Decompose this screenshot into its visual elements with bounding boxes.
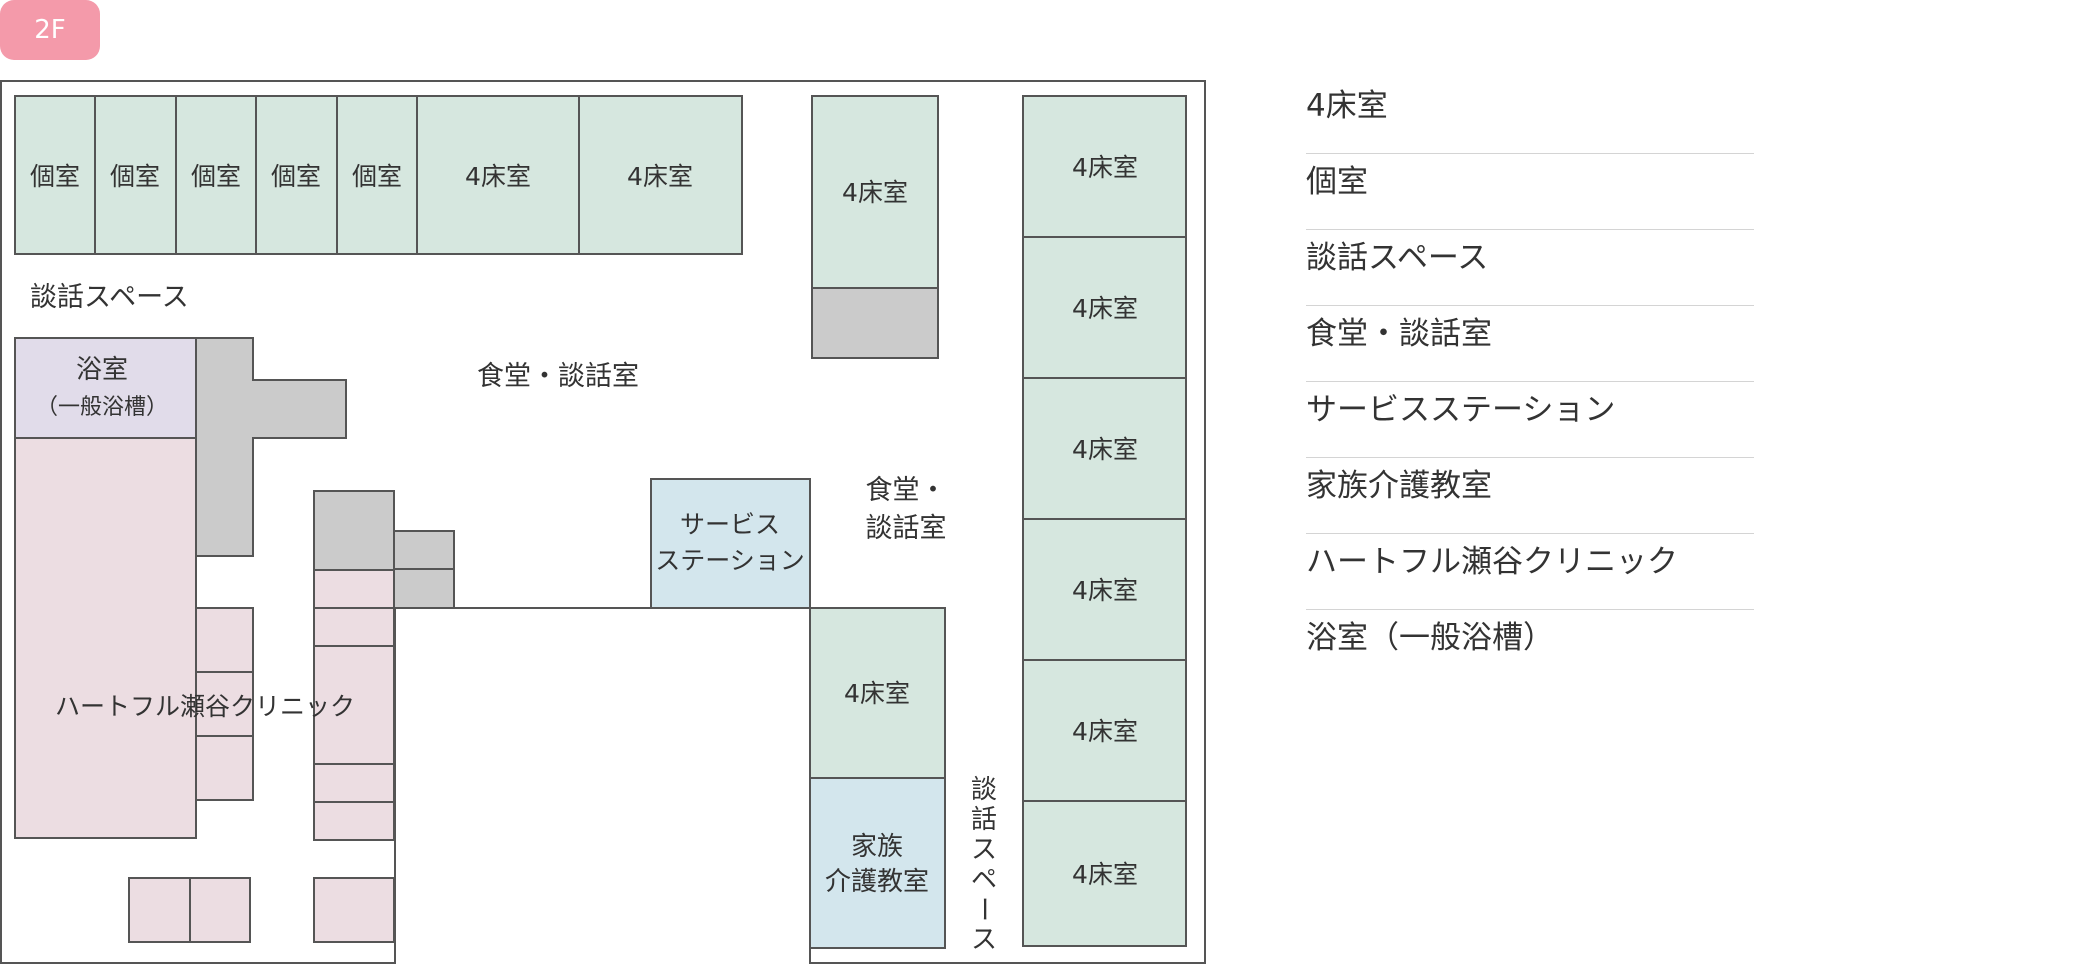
legend-item-bath[interactable]: 浴室（一般浴槽） [1306,620,1554,656]
clinic-room[interactable] [313,877,395,943]
utility-room [393,530,455,570]
private-room[interactable] [255,95,338,255]
family-care-label-line1: 家族 [851,832,903,862]
legend-item-service-station[interactable]: サービスステーション [1306,382,1754,458]
bath-room[interactable] [14,337,197,439]
four-bed-room[interactable] [1022,800,1187,947]
clinic-room[interactable] [195,671,254,737]
four-bed-room-label: 4床室 [465,162,531,191]
four-bed-room[interactable] [1022,518,1187,661]
four-bed-room[interactable] [1022,95,1187,238]
private-rooms: 個室 個室 個室 個室 個室 [14,95,418,255]
clinic-room[interactable] [313,801,395,841]
utility-room [313,490,395,571]
four-bed-room[interactable] [809,607,946,779]
clinic-room[interactable] [313,645,395,765]
legend-item-family-care-room[interactable]: 家族介護教室 [1306,458,1754,534]
four-bed-room-label: 4床室 [1072,576,1138,605]
clinic-room[interactable] [313,607,395,647]
private-room-label: 個室 [352,162,402,191]
private-room-label: 個室 [271,162,321,191]
clinic-room[interactable] [313,763,395,803]
four-bed-room[interactable] [1022,659,1187,802]
legend-item-four-bed-room[interactable]: 4床室 [1306,78,1754,154]
utility-room [195,337,347,557]
four-bed-room[interactable] [1022,377,1187,520]
four-bed-room-label: 4床室 [627,162,693,191]
legend-item-private-room[interactable]: 個室 [1306,154,1754,230]
four-bed-room-label: 4床室 [1072,435,1138,464]
four-bed-room-label: 4床室 [844,679,910,708]
private-room[interactable] [94,95,177,255]
family-care-room[interactable] [809,777,946,949]
clinic-label: ハートフル瀬谷クリニック [55,692,355,721]
clinic-room[interactable] [195,735,254,801]
bath-label: 浴室 [76,355,128,385]
dining-lounge-label: 食堂・談話室 [477,361,639,392]
service-station-label-line2: ステーション [655,546,805,575]
four-bed-room-label: 4床室 [1072,294,1138,323]
lounge-vertical-char: 談 [971,775,997,805]
lounge-vertical-char: 話 [971,805,997,835]
utility-room [393,568,455,609]
private-room-label: 個室 [30,162,80,191]
lounge-vertical-char: ー [968,896,998,922]
dining-lounge-label-line2: 談話室 [866,513,947,544]
private-room[interactable] [175,95,257,255]
legend-item-lounge[interactable]: 談話スペース [1306,230,1754,306]
private-room-label: 個室 [191,162,241,191]
four-bed-room-label: 4床室 [1072,717,1138,746]
private-room[interactable] [14,95,96,255]
clinic-room[interactable] [128,877,191,943]
four-bed-room[interactable] [416,95,580,255]
lounge-vertical-char: ス [971,925,997,955]
lounge-vertical-char: ペ [971,865,997,895]
clinic-room[interactable] [313,569,395,609]
four-bed-room-label: 4床室 [842,178,908,207]
four-bed-rooms-top: 4床室 4床室 [416,95,743,255]
service-station-label-line1: サービス [680,510,780,539]
lounge-vertical-char: ス [971,835,997,865]
four-bed-room[interactable] [578,95,743,255]
bath-sublabel: （一般浴槽） [36,395,168,420]
service-station[interactable] [650,478,811,609]
legend-item-clinic[interactable]: ハートフル瀬谷クリニック [1306,534,1754,610]
utility-room [811,287,939,359]
clinic-room[interactable] [14,437,197,839]
lounge-vertical-label: 談 話 ス ペ ー ス [968,775,998,955]
floor-map: 個室 個室 個室 個室 個室 4床室 4床室 4床室 4床室 4床室 4床室 4… [0,80,1206,964]
clinic-room[interactable] [195,607,254,673]
clinic-room[interactable] [189,877,251,943]
four-bed-room-label: 4床室 [1072,860,1138,889]
four-bed-room-label: 4床室 [1072,153,1138,182]
dining-lounge-label-line1: 食堂・ [866,475,947,506]
room-legend: 4床室 個室 談話スペース 食堂・談話室 サービスステーション 家族介護教室 ハ… [1306,78,1754,686]
four-bed-room[interactable] [811,95,939,289]
lounge-label: 談話スペース [30,282,189,313]
four-bed-rooms-right: 4床室 4床室 4床室 4床室 4床室 4床室 [1022,95,1187,947]
private-room-label: 個室 [110,162,160,191]
floor-badge: 2F [0,0,100,60]
family-care-label-line2: 介護教室 [825,867,929,897]
private-room[interactable] [336,95,418,255]
legend-item-dining-lounge[interactable]: 食堂・談話室 [1306,306,1754,382]
